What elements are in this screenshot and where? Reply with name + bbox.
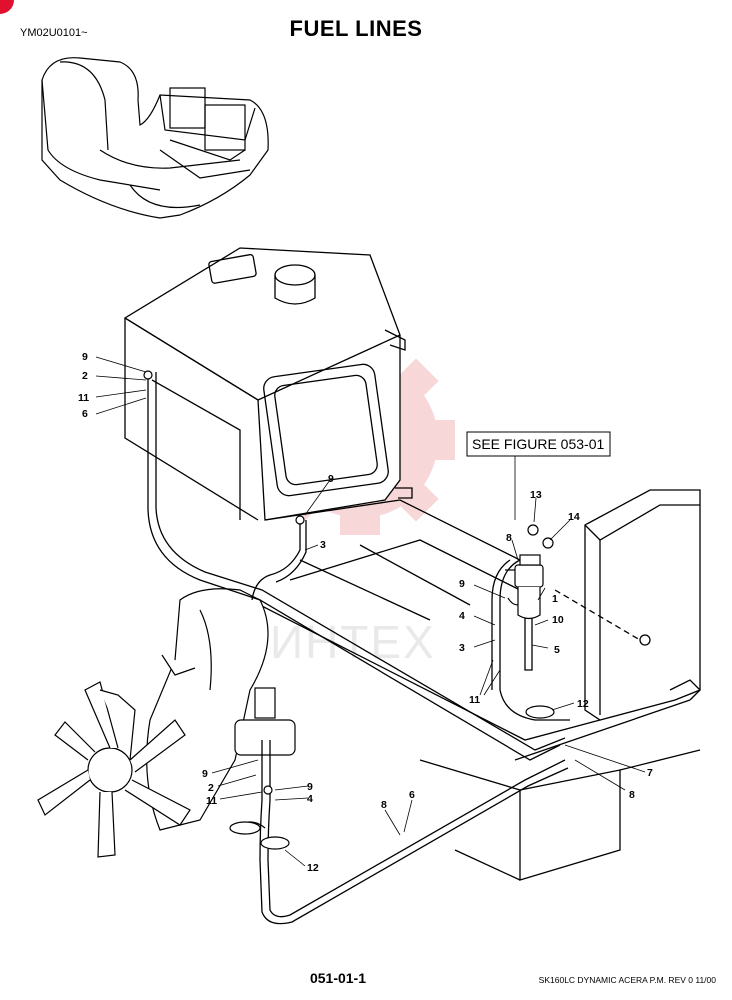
model-code: YM02U0101~ [20,27,88,39]
callout-9: 9 [328,473,334,485]
page-number: 051-01-1 [0,970,732,986]
callout-1: 1 [552,593,558,605]
document-info: SK160LC DYNAMIC ACERA P.M. REV 0 11/00 [538,975,716,985]
callout-numbers: 9 2 11 6 9 3 13 14 8 1 9 4 10 3 5 11 12 … [78,351,653,874]
engine [146,588,296,835]
page-title-text: FUEL LINES [289,16,423,41]
fuel-pipes [147,372,570,925]
cooling-fan [37,681,191,858]
callout-8: 8 [506,532,512,544]
callout-13: 13 [530,489,542,501]
callout-10: 10 [552,614,564,626]
callout-11: 11 [206,795,217,807]
callout-9: 9 [307,781,313,793]
callout-14: 14 [568,511,580,523]
pipe-clamps [143,370,555,850]
right-panel [554,489,701,721]
see-figure-text: SEE FIGURE 053-01 [472,436,604,452]
page-number-text: 051-01-1 [309,970,367,986]
page-title: FUEL LINES [0,16,732,42]
callout-9: 9 [202,768,208,780]
callout-7: 7 [647,767,653,779]
callout-6: 6 [409,789,415,801]
callout-8: 8 [629,789,635,801]
watermark-text: ИНТЕХ [270,616,436,668]
callout-5: 5 [554,644,560,656]
see-figure-reference[interactable]: SEE FIGURE 053-01 [466,431,611,520]
callout-12: 12 [307,862,319,874]
callout-2: 2 [208,782,214,794]
callout-4: 4 [307,793,313,805]
upper-frame [249,499,701,881]
callout-3: 3 [320,539,326,551]
callout-9: 9 [82,351,88,363]
callout-11: 11 [469,694,480,706]
fuel-filter [505,524,554,620]
leader-lines [95,356,646,867]
callout-12: 12 [577,698,589,710]
callout-3: 3 [459,642,465,654]
callout-2: 2 [82,370,88,382]
machine-overview-inset [41,57,269,219]
callout-8: 8 [381,799,387,811]
callout-9: 9 [459,578,465,590]
callout-4: 4 [459,610,465,622]
callout-11: 11 [78,392,89,404]
callout-6: 6 [82,408,88,420]
fuel-tank [123,247,413,521]
